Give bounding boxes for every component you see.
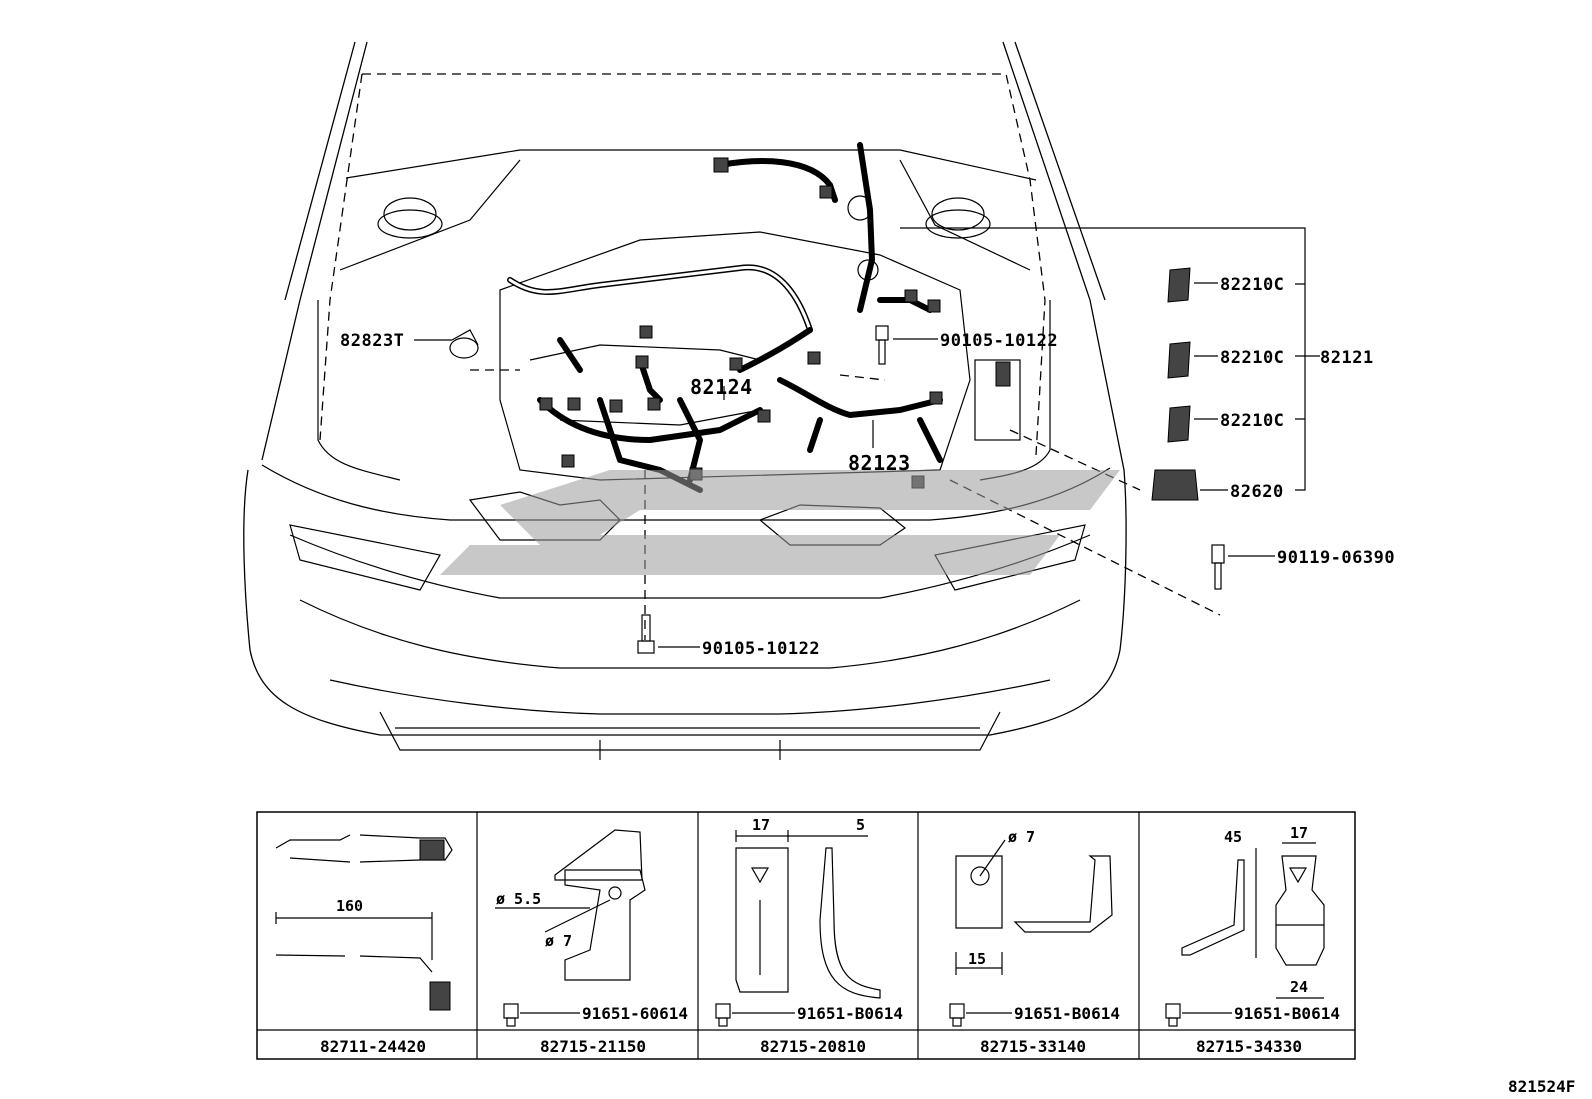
clamp3-dim-17: 17 bbox=[752, 816, 770, 834]
clamp5-dim-24: 24 bbox=[1290, 978, 1308, 996]
clamp3-part-number: 82715-20810 bbox=[760, 1037, 866, 1056]
clamp-cell-3: 17 5 91651-B0614 82715-20810 bbox=[715, 816, 903, 1056]
clamp-cell-5: 45 17 24 91651-B0614 82715-34330 bbox=[1165, 824, 1340, 1056]
clamp4-part-number: 82715-33140 bbox=[980, 1037, 1086, 1056]
label-relay-block: 82620 bbox=[1230, 482, 1284, 502]
label-connector-1: 82210C bbox=[1220, 275, 1284, 295]
label-connector-2: 82210C bbox=[1220, 348, 1284, 368]
clamp4-dim-d7: ø 7 bbox=[1008, 828, 1035, 846]
clamp1-part-number: 82711-24420 bbox=[320, 1037, 426, 1056]
clamp1-dim-160: 160 bbox=[336, 897, 363, 915]
label-group-82121: 82121 bbox=[1320, 348, 1374, 368]
clamp-cell-2: ø 5.5 ø 7 91651-60614 82715-21150 bbox=[495, 829, 688, 1056]
label-bolt-bottom: 90105-10122 bbox=[702, 639, 820, 659]
leader-lines bbox=[414, 282, 1275, 648]
diagram-id: 821524F bbox=[1508, 1077, 1575, 1096]
watermark-logo bbox=[440, 470, 1120, 575]
clamp2-part-number: 82715-21150 bbox=[540, 1037, 646, 1056]
clamp3-dim-5: 5 bbox=[856, 816, 865, 834]
label-bolt-right: 90119-06390 bbox=[1277, 548, 1395, 568]
label-bolt-top: 90105-10122 bbox=[940, 331, 1058, 351]
label-harness-main: 82124 bbox=[690, 375, 753, 399]
clamp2-dim-d7: ø 7 bbox=[545, 932, 572, 950]
clamp5-bolt: 91651-B0614 bbox=[1234, 1004, 1340, 1023]
group-bracket bbox=[900, 227, 1320, 491]
clamp5-dim-45: 45 bbox=[1224, 828, 1242, 846]
clamp-table: 160 82711-24420 ø 5.5 ø 7 91651-60614 82… bbox=[256, 811, 1356, 1060]
clamp-cell-4: ø 7 15 91651-B0614 82715-33140 bbox=[949, 828, 1120, 1056]
clamp4-bolt: 91651-B0614 bbox=[1014, 1004, 1120, 1023]
clamp3-bolt: 91651-B0614 bbox=[797, 1004, 903, 1023]
clamp5-dim-17: 17 bbox=[1290, 824, 1308, 842]
label-82823t: 82823T bbox=[340, 331, 404, 351]
clamp2-bolt: 91651-60614 bbox=[582, 1004, 688, 1023]
label-connector-3: 82210C bbox=[1220, 411, 1284, 431]
label-harness-sub: 82123 bbox=[848, 451, 911, 475]
clamp5-part-number: 82715-34330 bbox=[1196, 1037, 1302, 1056]
engine-harness-assembly bbox=[449, 142, 1221, 640]
connector-icons bbox=[637, 267, 1225, 654]
clamp2-dim-d55: ø 5.5 bbox=[496, 890, 541, 908]
car-body-outline bbox=[243, 41, 1127, 760]
clamp4-dim-15: 15 bbox=[968, 950, 986, 968]
clamp-cell-1: 160 82711-24420 bbox=[275, 834, 453, 1056]
